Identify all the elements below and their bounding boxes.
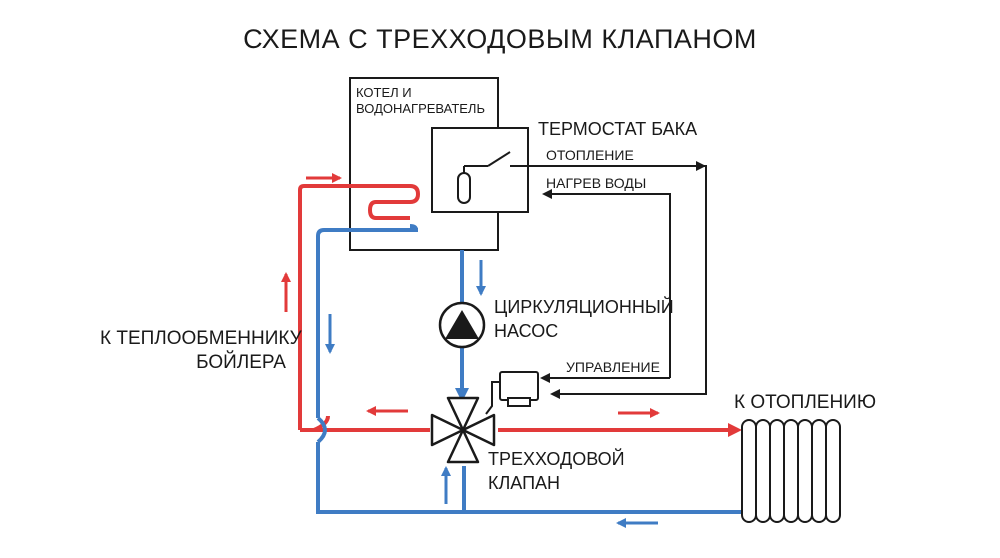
control-wires — [532, 161, 707, 399]
heating-signal-label: ОТОПЛЕНИЕ — [546, 147, 634, 163]
pump-label-line1: ЦИРКУЛЯЦИОННЫЙ — [494, 297, 674, 317]
exchanger-label-line2: БОЙЛЕРА — [196, 352, 286, 373]
control-label: УПРАВЛЕНИЕ — [566, 359, 660, 375]
thermostat-label: ТЕРМОСТАТ БАКА — [538, 119, 698, 139]
cold-water-pipes — [316, 224, 742, 514]
boiler-label-line1: КОТЕЛ И — [356, 85, 412, 100]
thermostat-box — [431, 127, 529, 213]
thermostat-switch-icon — [457, 151, 532, 204]
radiator-icon — [741, 419, 841, 523]
valve-label-line2: КЛАПАН — [488, 473, 561, 493]
to-heating-label: К ОТОПЛЕНИЮ — [734, 392, 877, 413]
exchanger-label-line1: К ТЕПЛООБМЕННИКУ — [100, 328, 302, 349]
flow-arrow-icon — [281, 173, 660, 528]
boiler-label-line2: ВОДОНАГРЕВАТЕЛЬ — [356, 101, 485, 116]
three-way-valve-icon — [430, 396, 496, 464]
circulation-pump-icon — [438, 301, 486, 349]
valve-actuator-icon — [485, 371, 539, 415]
water-heating-signal-label: НАГРЕВ ВОДЫ — [546, 175, 647, 191]
diagram-title: СХЕМА С ТРЕХХОДОВЫМ КЛАПАНОМ — [243, 24, 757, 54]
valve-label-line1: ТРЕХХОДОВОЙ — [488, 449, 625, 469]
pump-label-line2: НАСОС — [494, 321, 559, 341]
